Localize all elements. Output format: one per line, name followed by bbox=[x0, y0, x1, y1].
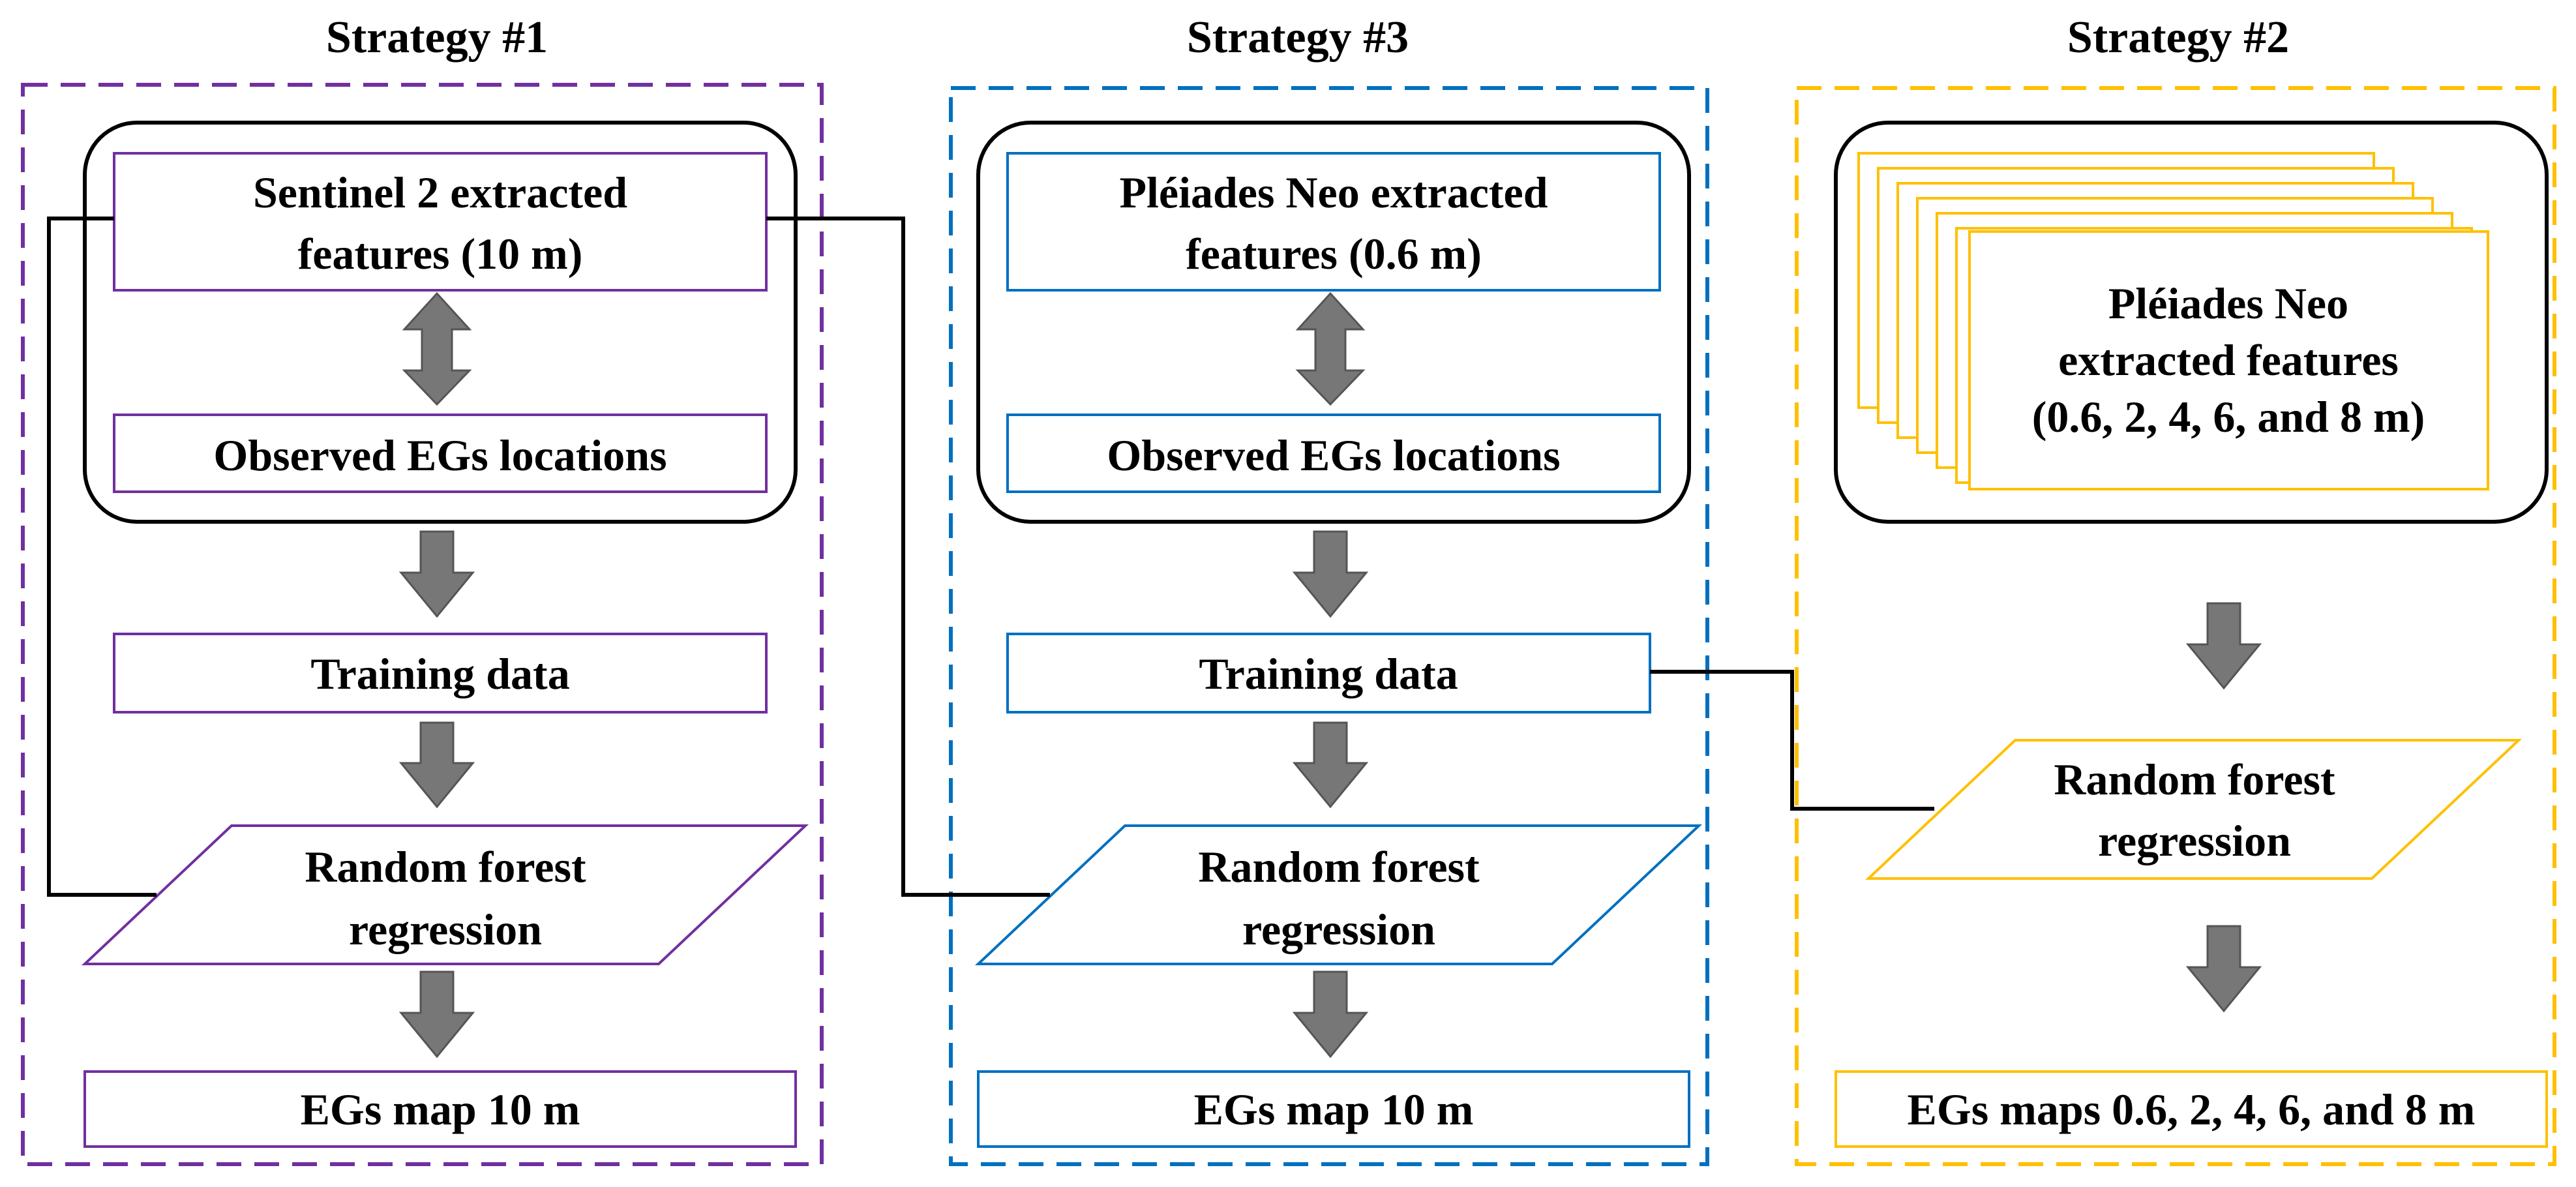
connector-s3-training-to-s2-rf bbox=[1650, 670, 1935, 811]
strategy-3-input-group bbox=[976, 121, 1691, 524]
strategy-1-down-arrow-2 bbox=[398, 721, 475, 809]
strategy-1-rf-parallelogram bbox=[81, 824, 809, 965]
strategy-3-frame bbox=[949, 86, 1709, 1166]
strategy-1-observed-box bbox=[113, 413, 768, 493]
strategy-3-observed-box bbox=[1006, 413, 1661, 493]
strategy-3-training-label: Training data bbox=[1199, 649, 1458, 699]
strategy-2-stack-layer-7 bbox=[1968, 230, 2489, 490]
strategy-2-feature-stack bbox=[1857, 152, 2489, 490]
strategy-2-output-box bbox=[1835, 1070, 2548, 1148]
strategy-3-panel: Strategy #3 Pléiades Neo extracted featu… bbox=[949, 12, 1709, 1166]
strategy-3-observed-label: Observed EGs locations bbox=[1107, 430, 1560, 480]
strategy-2-output-label: EGs maps 0.6, 2, 4, 6, and 8 m bbox=[1908, 1085, 2476, 1134]
strategy-1-title: Strategy #1 bbox=[326, 12, 548, 63]
strategy-2-panel: Strategy #2 Pléiades Neo extracted featu… bbox=[1795, 12, 2556, 1166]
strategy-1-down-arrow-3 bbox=[398, 970, 475, 1059]
strategy-2-frame bbox=[1795, 86, 2556, 1166]
connectors bbox=[47, 217, 1935, 897]
strategy-1-observed-label: Observed EGs locations bbox=[213, 430, 666, 480]
strategy-3-rf-line2: regression bbox=[1242, 905, 1435, 954]
strategy-1-training-label: Training data bbox=[310, 649, 569, 699]
strategy-1-training-box bbox=[113, 633, 768, 714]
strategy-1-input-group bbox=[83, 121, 798, 524]
strategy-1-frame bbox=[21, 83, 824, 1166]
strategy-1-rf-line2: regression bbox=[349, 905, 542, 954]
strategy-2-rf-line1: Random forest bbox=[2054, 755, 2335, 804]
strategy-3-rf-line1: Random forest bbox=[1198, 842, 1480, 892]
strategy-3-double-arrow bbox=[1295, 292, 1366, 406]
strategy-3-output-label: EGs map 10 m bbox=[1194, 1085, 1474, 1134]
strategy-1-rf-line1: Random forest bbox=[305, 842, 586, 892]
strategy-1-output-box bbox=[83, 1070, 797, 1148]
strategy-2-down-arrow-1 bbox=[2185, 602, 2262, 690]
strategy-1-double-arrow bbox=[402, 292, 472, 406]
strategy-2-features-line3: (0.6, 2, 4, 6, and 8 m) bbox=[2032, 392, 2425, 442]
strategy-3-features-box bbox=[1006, 152, 1661, 292]
strategy-1-output-label: EGs map 10 m bbox=[301, 1085, 580, 1134]
strategy-2-rf-parallelogram bbox=[1865, 739, 2523, 880]
strategy-3-output-box bbox=[977, 1070, 1690, 1148]
strategy-2-rf-line2: regression bbox=[2098, 816, 2291, 865]
strategy-2-features-line2: extracted features bbox=[2058, 335, 2399, 385]
strategy-2-down-arrow-2 bbox=[2185, 925, 2262, 1013]
strategy-3-features-line2: features (0.6 m) bbox=[1186, 229, 1482, 278]
strategy-3-title: Strategy #3 bbox=[1187, 12, 1409, 63]
connector-s1-features-to-s3-rf bbox=[766, 217, 1051, 897]
strategy-3-training-box bbox=[1006, 633, 1651, 714]
connector-s1-features-to-s1-rf bbox=[47, 217, 157, 897]
strategy-3-down-arrow-3 bbox=[1292, 970, 1369, 1059]
strategy-3-down-arrow-2 bbox=[1292, 721, 1369, 809]
strategy-3-features-line1: Pléiades Neo extracted bbox=[1119, 168, 1548, 217]
strategy-3-down-arrow-1 bbox=[1292, 530, 1369, 618]
strategy-2-title: Strategy #2 bbox=[2067, 12, 2289, 63]
strategy-1-features-line1: Sentinel 2 extracted bbox=[253, 168, 627, 217]
strategy-3-rf-parallelogram bbox=[974, 824, 1703, 965]
strategy-1-down-arrow-1 bbox=[398, 530, 475, 618]
strategy-1-features-box bbox=[113, 152, 768, 292]
strategy-2-features-line1: Pléiades Neo bbox=[2108, 278, 2348, 328]
strategy-1-panel: Strategy #1 Sentinel 2 extracted feature… bbox=[21, 12, 824, 1166]
strategy-1-features-line2: features (10 m) bbox=[298, 229, 583, 278]
strategy-2-input-group bbox=[1834, 121, 2549, 524]
